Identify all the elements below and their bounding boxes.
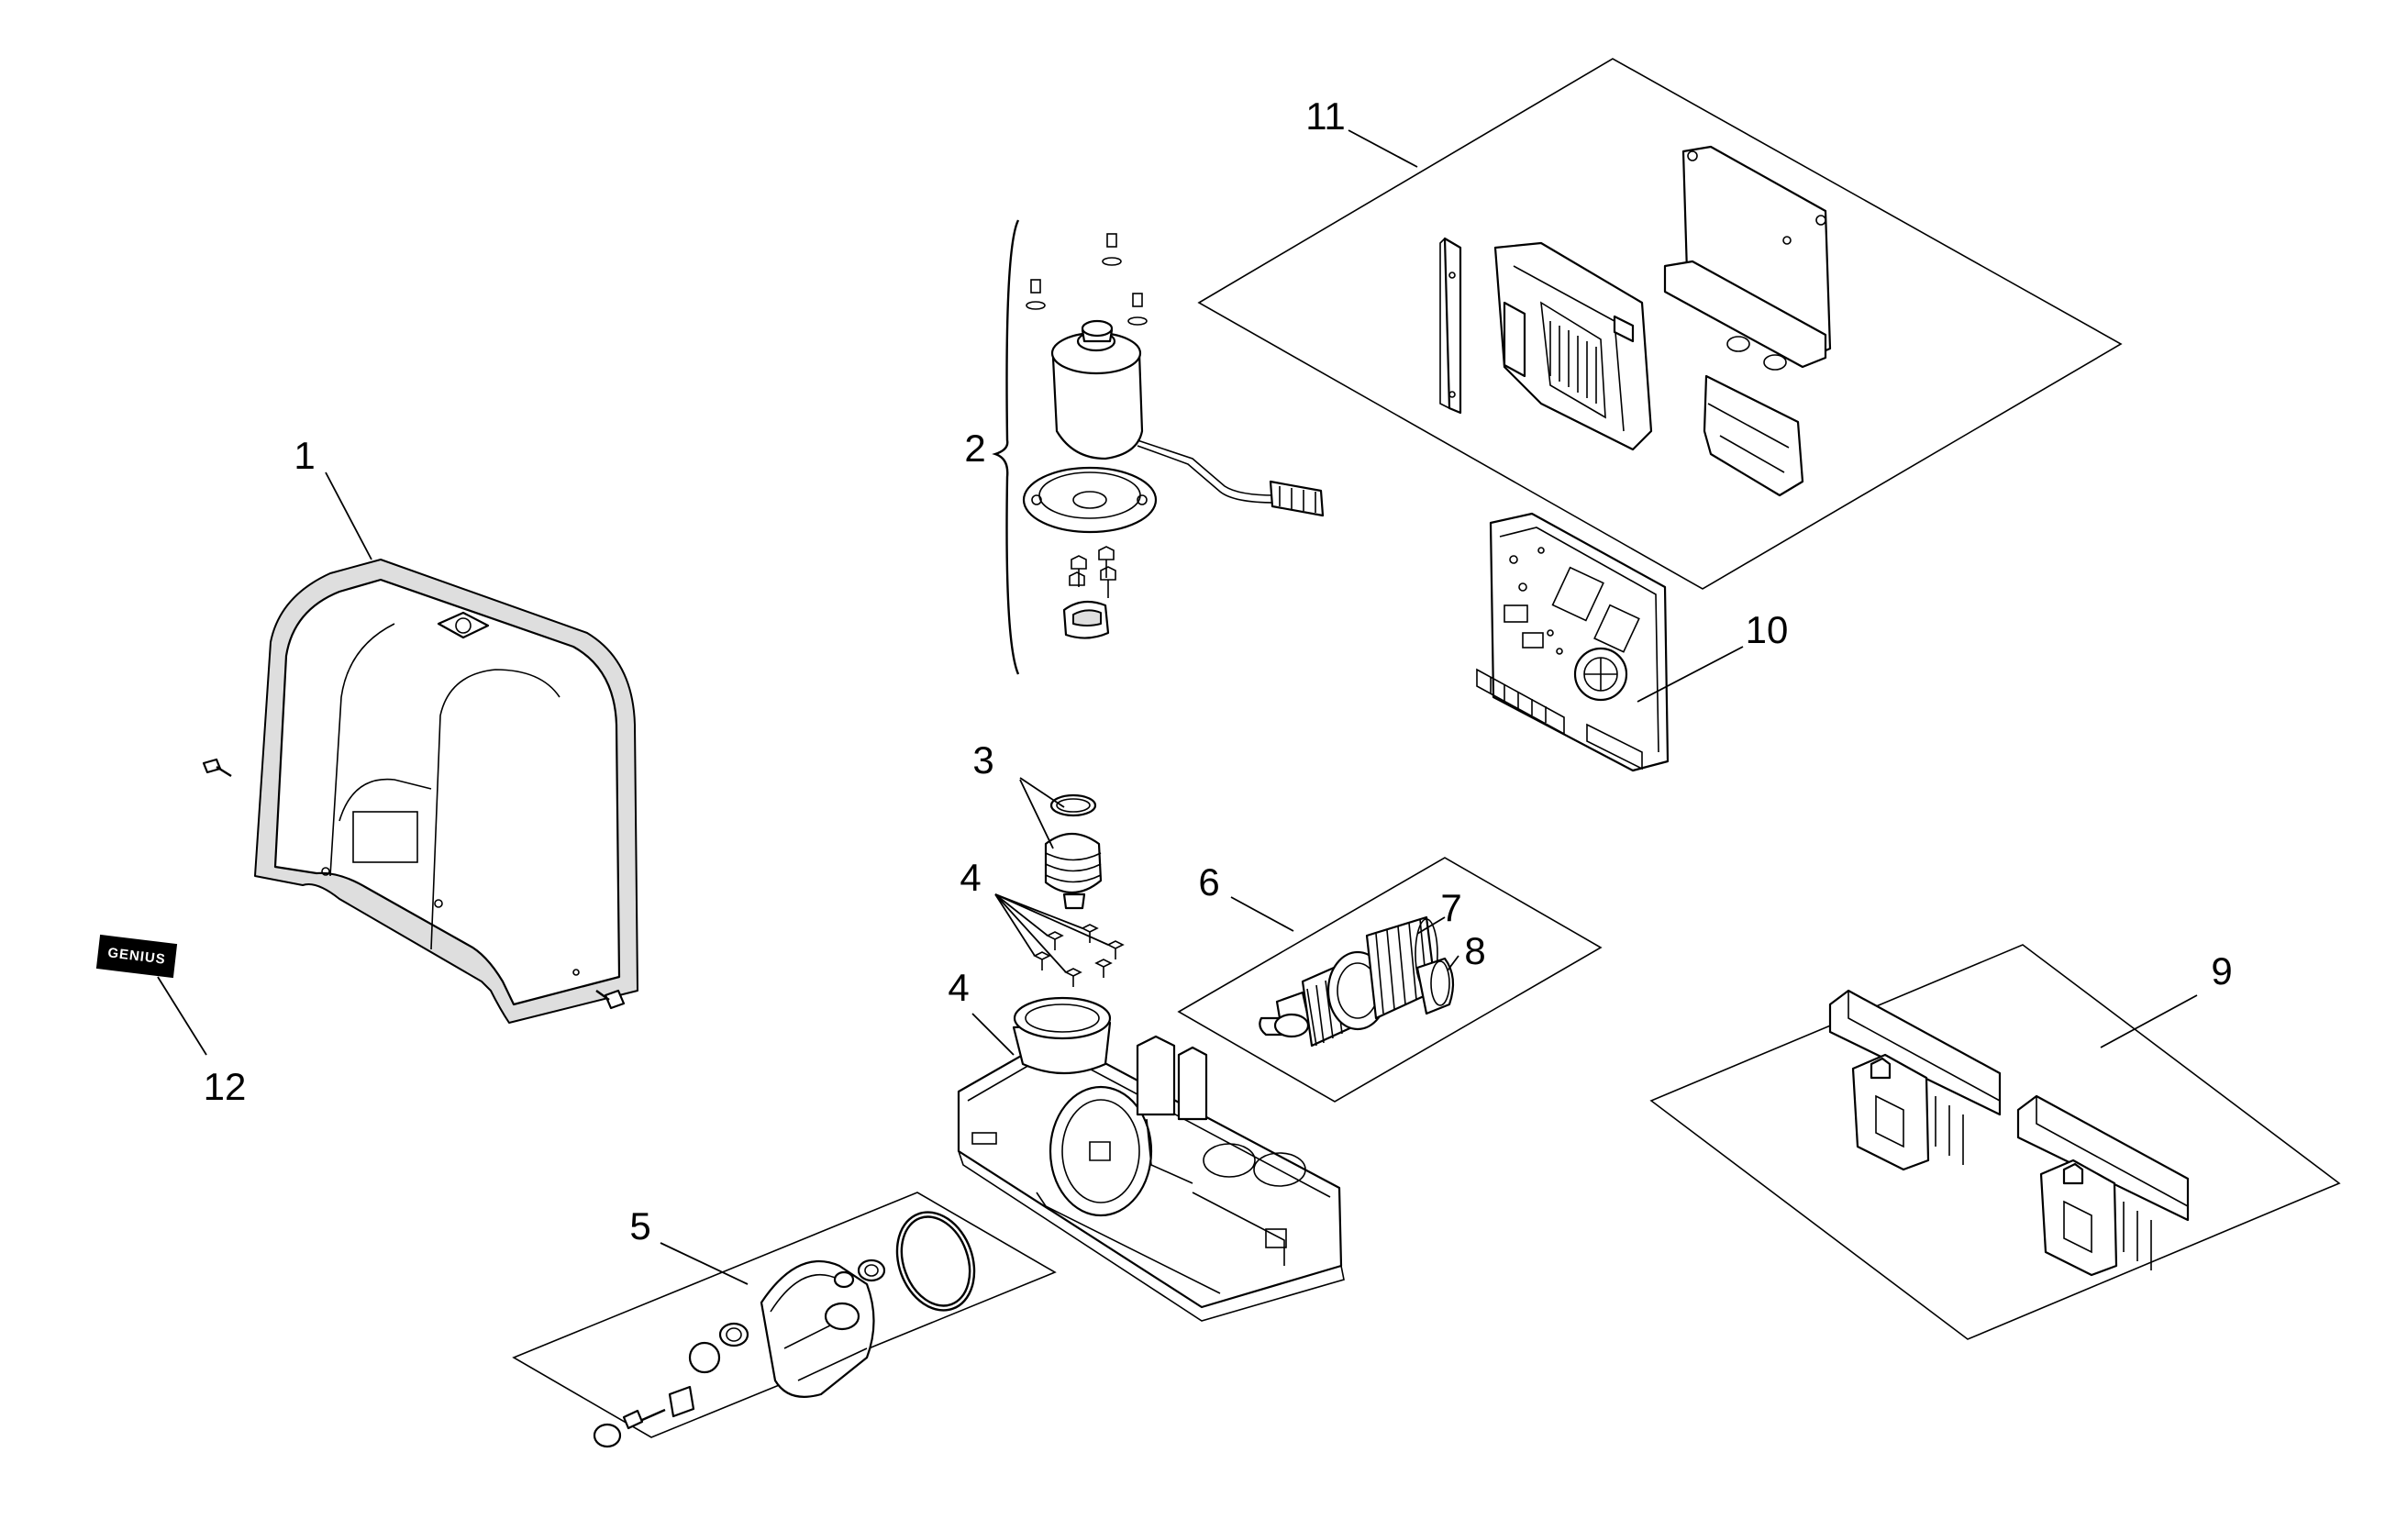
callout-4-screws: 4 — [960, 856, 981, 899]
part-12-badge: GENIUS — [95, 934, 178, 979]
part-5-release-assembly — [512, 1192, 1057, 1448]
callout-1: 1 — [294, 434, 315, 477]
part-3-worm-screw — [1044, 793, 1103, 910]
part-11-bracket-assembly — [1197, 58, 2123, 590]
part-4-base-housing — [957, 996, 1345, 1322]
callout-11: 11 — [1305, 94, 1346, 138]
callout-5: 5 — [629, 1204, 650, 1247]
callout-10: 10 — [1746, 608, 1789, 651]
cover-screw-right — [595, 989, 626, 1010]
callout-2: 2 — [964, 427, 985, 470]
leader-lines — [157, 129, 2198, 1285]
callout-labels: 1 2 3 4 4 5 6 7 8 9 10 11 12 — [204, 94, 2233, 1247]
part-7-gear — [1365, 915, 1438, 1020]
part-10-circuit-board — [1476, 512, 1670, 772]
callout-9: 9 — [2211, 949, 2232, 992]
part-1-cover — [254, 559, 638, 1024]
part-4-screws — [1033, 924, 1125, 987]
callout-3: 3 — [972, 738, 993, 782]
callout-7: 7 — [1440, 886, 1461, 929]
callout-6: 6 — [1198, 860, 1219, 904]
part-8-bushing — [1415, 957, 1455, 1015]
callout-8: 8 — [1464, 929, 1485, 972]
part-6-gear-shaft-assembly — [1177, 857, 1603, 1103]
callout-4-housing: 4 — [948, 966, 969, 1009]
callout-12: 12 — [204, 1065, 247, 1108]
part-2-motor-assembly — [992, 219, 1325, 675]
cover-screw-left — [202, 758, 232, 778]
part-9-limit-brackets — [1649, 944, 2341, 1340]
